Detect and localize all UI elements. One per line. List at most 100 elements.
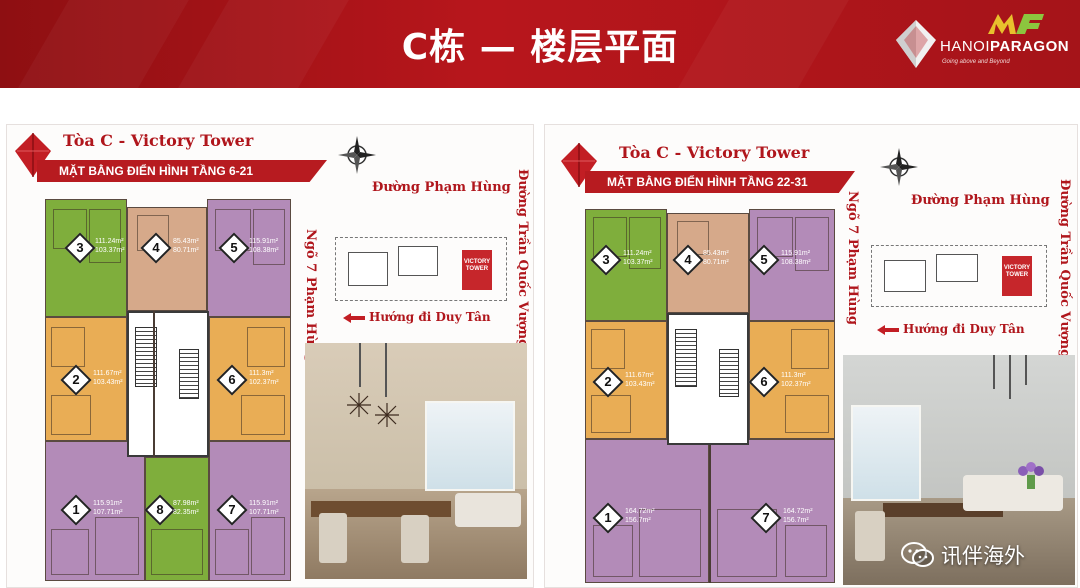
unit-number: 1 bbox=[72, 502, 80, 517]
arrow-left-icon bbox=[343, 313, 365, 323]
room bbox=[95, 517, 139, 575]
mini-map-building bbox=[398, 246, 438, 276]
mini-map-building bbox=[348, 252, 388, 286]
logo-brand-light: HANOI bbox=[940, 38, 991, 55]
room bbox=[593, 525, 633, 577]
mini-map-building bbox=[884, 260, 926, 292]
photo-lamp bbox=[385, 343, 387, 397]
minimap-label-victory: VICTORY bbox=[463, 259, 491, 265]
photo-lamp bbox=[359, 343, 361, 387]
room bbox=[247, 327, 285, 367]
room bbox=[215, 529, 249, 575]
street-tran-quoc-vuong: Đường Trần Quốc Vượng bbox=[1057, 179, 1072, 359]
chandelier-icon bbox=[347, 393, 399, 427]
photo-sofa bbox=[455, 493, 521, 527]
tower-title: Tòa C - Victory Tower bbox=[63, 131, 254, 150]
photo-window bbox=[425, 401, 515, 491]
page-title: C栋 — 楼层平面 bbox=[401, 27, 679, 68]
photo-lamp bbox=[993, 355, 995, 389]
street-tran-quoc-vuong: Đường Trần Quốc Vượng bbox=[515, 169, 530, 349]
floor-plan-panel-22-31: Tòa C - Victory Tower MẶT BẰNG ĐIỂN HÌNH… bbox=[544, 124, 1078, 588]
paragon-mark-icon bbox=[988, 14, 1044, 34]
unit-number: 8 bbox=[156, 502, 164, 517]
room bbox=[251, 517, 285, 575]
unit-number: 6 bbox=[228, 372, 236, 387]
wechat-watermark: 讯伴海外 bbox=[901, 537, 1061, 573]
logo-brand: HANOIPARAGON bbox=[940, 38, 1069, 55]
floor-range-ribbon: MẶT BẰNG ĐIỂN HÌNH TẦNG 22-31 bbox=[585, 171, 855, 193]
unit-divider-wall bbox=[709, 445, 711, 583]
photo-chair bbox=[401, 515, 429, 563]
unit-4[interactable] bbox=[127, 207, 207, 311]
street-pham-hung: Đường Phạm Hùng bbox=[372, 180, 511, 195]
street-ngo-7-pham-hung: Ngõ 7 Phạm Hùng bbox=[845, 191, 860, 325]
corridor-wall bbox=[153, 311, 155, 457]
room bbox=[51, 395, 91, 435]
stairwell bbox=[135, 327, 157, 387]
compass-icon bbox=[880, 148, 918, 186]
minimap-label-tower: TOWER bbox=[465, 266, 489, 272]
diamond-logo-icon bbox=[896, 20, 936, 68]
wechat-icon bbox=[901, 542, 934, 567]
unit-number: 2 bbox=[604, 374, 612, 389]
direction-duy-tan: Hướng đi Duy Tân bbox=[903, 322, 1025, 336]
unit-number: 4 bbox=[152, 240, 160, 255]
room bbox=[639, 509, 701, 577]
photo-window bbox=[851, 405, 921, 501]
stairwell bbox=[179, 349, 199, 399]
unit-number: 5 bbox=[760, 252, 768, 267]
minimap-label-victory: VICTORY bbox=[1003, 265, 1031, 271]
floor-range-ribbon: MẶT BẰNG ĐIỂN HÌNH TẦNG 6-21 bbox=[37, 160, 327, 182]
unit-number: 7 bbox=[228, 502, 236, 517]
minimap-label-tower: TOWER bbox=[1005, 272, 1029, 278]
unit-number: 3 bbox=[76, 240, 84, 255]
arrow-left-icon bbox=[877, 325, 899, 335]
photo-chair bbox=[855, 511, 885, 561]
compass-icon bbox=[338, 136, 376, 174]
unit-number: 5 bbox=[230, 240, 238, 255]
logo-brand-bold: PARAGON bbox=[990, 38, 1070, 55]
room bbox=[795, 217, 829, 271]
room bbox=[151, 529, 203, 575]
street-ngo-7-pham-hung: Ngõ 7 Phạm Hùng bbox=[303, 229, 318, 363]
red-leaf-icon bbox=[561, 143, 597, 187]
unit-number: 6 bbox=[760, 374, 768, 389]
stairwell bbox=[719, 349, 739, 397]
room bbox=[253, 209, 285, 265]
room bbox=[51, 529, 89, 575]
hanoi-paragon-logo: HANOIPARAGON Going above and Beyond bbox=[894, 8, 1069, 80]
unit-number: 2 bbox=[72, 372, 80, 387]
unit-number: 4 bbox=[684, 252, 692, 267]
room bbox=[785, 395, 829, 433]
watermark-text: 讯伴海外 bbox=[941, 544, 1025, 568]
interior-photo bbox=[843, 355, 1075, 585]
room bbox=[791, 329, 829, 369]
photo-chair bbox=[319, 513, 347, 563]
unit-number: 7 bbox=[762, 510, 770, 525]
floor-plan-panel-6-21: Tòa C - Victory Tower MẶT BẰNG ĐIỂN HÌNH… bbox=[6, 124, 534, 588]
header-banner: C栋 — 楼层平面 HANOIPARAGON Going above and B… bbox=[0, 0, 1080, 88]
room bbox=[241, 395, 285, 435]
unit-number: 3 bbox=[602, 252, 610, 267]
street-pham-hung: Đường Phạm Hùng bbox=[911, 193, 1050, 208]
unit-5[interactable] bbox=[207, 199, 291, 317]
red-leaf-icon bbox=[15, 133, 51, 177]
